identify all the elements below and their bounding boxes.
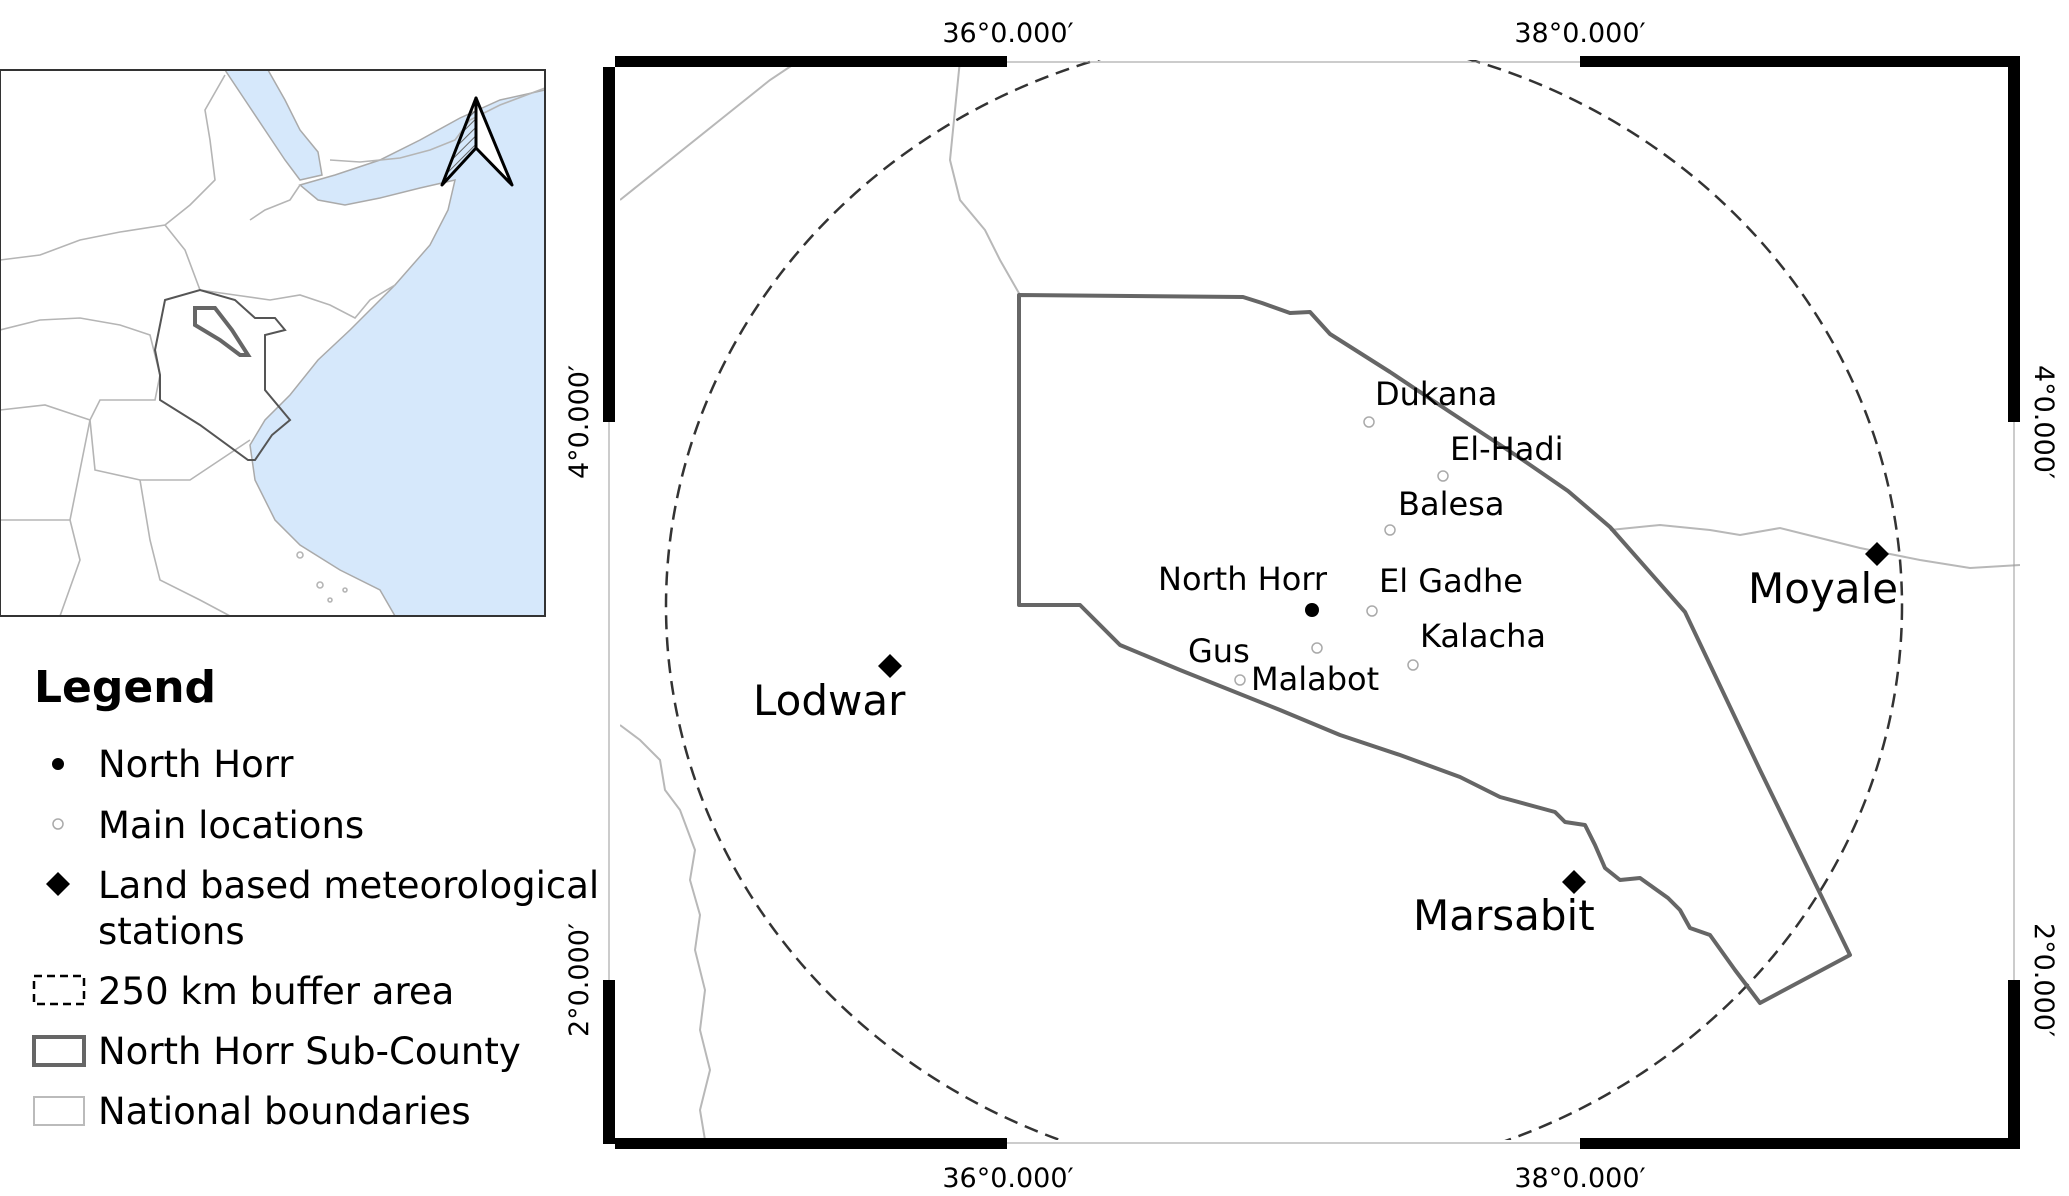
main-location-markers <box>1234 416 1449 686</box>
label-el-gadhe: El Gadhe <box>1379 562 1523 600</box>
main-national-boundaries <box>620 60 2020 1140</box>
label-malabot: Malabot <box>1251 660 1379 698</box>
label-el-hadi: El-Hadi <box>1450 430 1564 468</box>
legend-label-stations: Land based meteorological <box>98 864 599 907</box>
legend-label-subcounty: North Horr Sub-County <box>98 1030 521 1073</box>
station-marker-moyale <box>1865 542 1889 566</box>
inset-frame <box>0 69 546 617</box>
left-coord-4: 4°0.000′ <box>564 365 595 479</box>
north-arrow-icon <box>440 96 514 187</box>
red-sea-water <box>224 70 323 181</box>
legend-national-icon <box>33 1096 85 1126</box>
marker-dukana <box>1363 416 1375 428</box>
label-balesa: Balesa <box>1398 485 1504 523</box>
station-markers <box>878 542 1889 894</box>
right-coord-2: 2°0.000′ <box>2028 923 2059 1037</box>
label-dukana: Dukana <box>1375 375 1497 413</box>
legend-label-stations-line2: stations <box>98 910 245 953</box>
label-kalacha: Kalacha <box>1420 617 1546 655</box>
legend-main-locations-icon <box>52 818 64 830</box>
graticule-frame-thin <box>608 61 2015 1144</box>
bottom-coord-36: 36°0.000′ <box>942 1163 1073 1194</box>
legend-label-main-locations: Main locations <box>98 804 364 847</box>
bottom-coord-38: 38°0.000′ <box>1514 1163 1645 1194</box>
top-coord-38: 38°0.000′ <box>1514 18 1645 49</box>
legend-label-national: National boundaries <box>98 1090 471 1133</box>
legend-label-buffer: 250 km buffer area <box>98 970 454 1013</box>
station-marker-lodwar <box>878 654 902 678</box>
label-moyale: Moyale <box>1748 564 1898 613</box>
station-marker-marsabit <box>1562 870 1586 894</box>
legend-title: Legend <box>34 662 216 713</box>
legend-station-icon <box>46 872 70 896</box>
marker-gus <box>1234 674 1246 686</box>
left-coord-2: 2°0.000′ <box>564 923 595 1037</box>
label-gus: Gus <box>1188 632 1250 670</box>
north-horr-subcounty-outline <box>1017 293 1852 1005</box>
label-north-horr: North Horr <box>1158 560 1328 598</box>
inset-national-boundaries <box>0 74 545 616</box>
right-coord-4: 4°0.000′ <box>2028 365 2059 479</box>
marker-el-gadhe <box>1366 605 1378 617</box>
top-coord-36: 36°0.000′ <box>942 18 1073 49</box>
legend-subcounty-icon <box>32 1035 86 1067</box>
inset-kenya-outline <box>153 288 292 461</box>
main-map: 36°0.000′ 38°0.000′ 36°0.000′ 38°0.000′ … <box>564 18 2059 1194</box>
marker-balesa <box>1384 524 1396 536</box>
marker-malabot <box>1311 642 1323 654</box>
marker-el-hadi <box>1437 470 1449 482</box>
inset-north-horr-outline <box>193 306 252 357</box>
legend-north-horr-icon <box>52 758 64 770</box>
legend-buffer-icon <box>32 974 86 1006</box>
buffer-area-circle <box>664 60 1904 1140</box>
label-marsabit: Marsabit <box>1413 891 1595 940</box>
marker-north-horr <box>1305 603 1319 617</box>
marker-kalacha <box>1407 659 1419 671</box>
legend-label-north-horr: North Horr <box>98 743 294 786</box>
graticule-frame <box>603 56 2020 1149</box>
label-lodwar: Lodwar <box>753 676 906 725</box>
legend: Legend North Horr Main locations Land ba… <box>32 662 599 1133</box>
